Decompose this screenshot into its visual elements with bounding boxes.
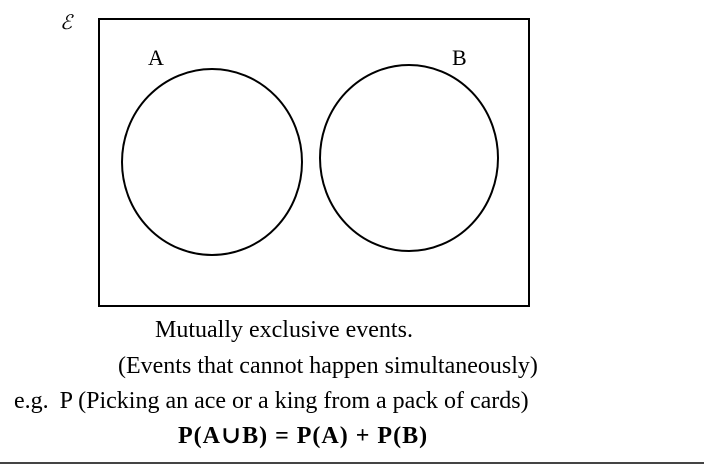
set-a-label: A: [148, 45, 164, 70]
explanation: (Events that cannot happen simultaneousl…: [118, 353, 538, 379]
set-b-circle: [319, 64, 499, 252]
example-line: e.g. P (Picking an ace or a king from a p…: [14, 387, 529, 415]
caption: Mutually exclusive events.: [155, 317, 413, 343]
formula: P(A∪B) = P(A) + P(B): [178, 423, 429, 449]
universal-set-rectangle: [98, 18, 530, 307]
set-b-label: B: [452, 45, 467, 70]
example-prefix: e.g.: [14, 388, 49, 414]
universal-set-symbol: ℰ: [60, 12, 73, 34]
set-a-circle: [121, 68, 303, 256]
example-text: P (Picking an ace or a king from a pack …: [59, 388, 529, 414]
bottom-divider: [0, 462, 704, 464]
